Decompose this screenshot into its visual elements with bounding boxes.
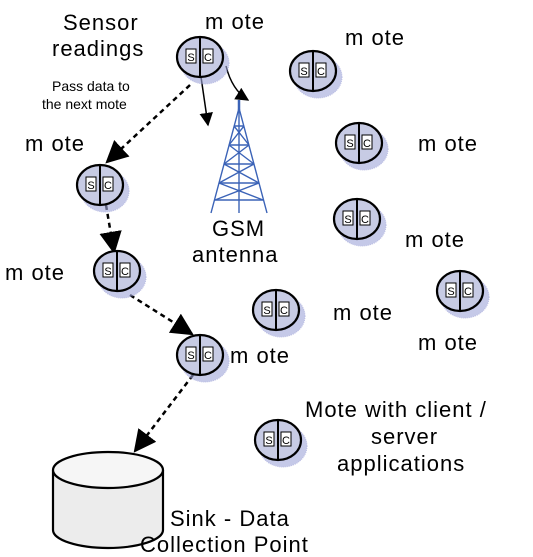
mote-9 <box>435 269 491 320</box>
pass-data-label-line1: Pass data to <box>52 78 130 94</box>
data-flow-arrows <box>99 84 194 453</box>
mote-5-letter-c: C <box>317 66 325 78</box>
mote-label-1: m ote <box>205 9 266 34</box>
mote-1 <box>175 35 231 86</box>
mote-label-4: m ote <box>230 343 291 368</box>
mote-3-letter-s: S <box>104 266 111 278</box>
mote-label-8: m ote <box>333 300 394 325</box>
mote-3 <box>92 249 148 300</box>
gsm-label: GSM <box>212 216 266 241</box>
gsm-antenna-tower <box>210 100 268 214</box>
mote-8-letter-c: C <box>280 305 288 317</box>
mote-7 <box>332 197 388 248</box>
antenna-label: antenna <box>192 242 279 267</box>
sink-label-line2: Collection Point <box>140 532 309 557</box>
mote-2-letter-s: S <box>87 180 94 192</box>
mote-label-2: m ote <box>25 131 86 156</box>
mote-1-letter-s: S <box>187 52 194 64</box>
reading-arrow-2 <box>225 65 250 101</box>
mote-3-letter-c: C <box>121 266 129 278</box>
pass-data-label-line2: the next mote <box>42 96 127 112</box>
mote-10-letter-s: S <box>265 435 272 447</box>
mote-8-letter-s: S <box>263 305 270 317</box>
mote-6-letter-c: C <box>363 138 371 150</box>
mote-label-6: m ote <box>418 131 479 156</box>
sink-cylinder <box>51 450 165 550</box>
mote-7-letter-c: C <box>361 214 369 226</box>
mote-with-apps-label-line2: server <box>371 424 439 449</box>
arrow-mote2-to-mote3 <box>99 204 122 255</box>
sink-label-line1: Sink - Data <box>170 506 290 531</box>
mote-5-letter-s: S <box>300 66 307 78</box>
mote-1-letter-c: C <box>204 52 212 64</box>
mote-10-letter-c: C <box>282 435 290 447</box>
arrow-mote1-to-mote2 <box>105 84 191 164</box>
sensor-readings-label-line2: readings <box>52 36 145 61</box>
mote-8 <box>251 288 307 339</box>
mote-6-letter-s: S <box>346 138 353 150</box>
arrow-mote4-to-sink <box>133 374 194 453</box>
mote-9-letter-c: C <box>464 286 472 298</box>
mote-4-letter-c: C <box>204 350 212 362</box>
sensor-readings-label-line1: Sensor <box>63 10 139 35</box>
mote-4 <box>175 333 231 384</box>
mote-7-letter-s: S <box>344 214 351 226</box>
mote-5 <box>288 49 344 100</box>
mote-label-7: m ote <box>405 227 466 252</box>
mote-with-apps-label-line1: Mote with client / <box>305 397 487 422</box>
mote-label-5: m ote <box>345 25 406 50</box>
mote-label-3: m ote <box>5 260 66 285</box>
arrow-mote3-to-mote4 <box>129 293 194 336</box>
mote-6 <box>334 121 390 172</box>
mote-4-letter-s: S <box>187 350 194 362</box>
mote-client-server <box>253 418 309 469</box>
mote-9-letter-s: S <box>447 286 454 298</box>
mote-2-letter-c: C <box>104 180 112 192</box>
mote-label-9: m ote <box>418 330 479 355</box>
mote-with-apps-label-line3: applications <box>337 451 466 476</box>
mote-2 <box>75 163 131 214</box>
